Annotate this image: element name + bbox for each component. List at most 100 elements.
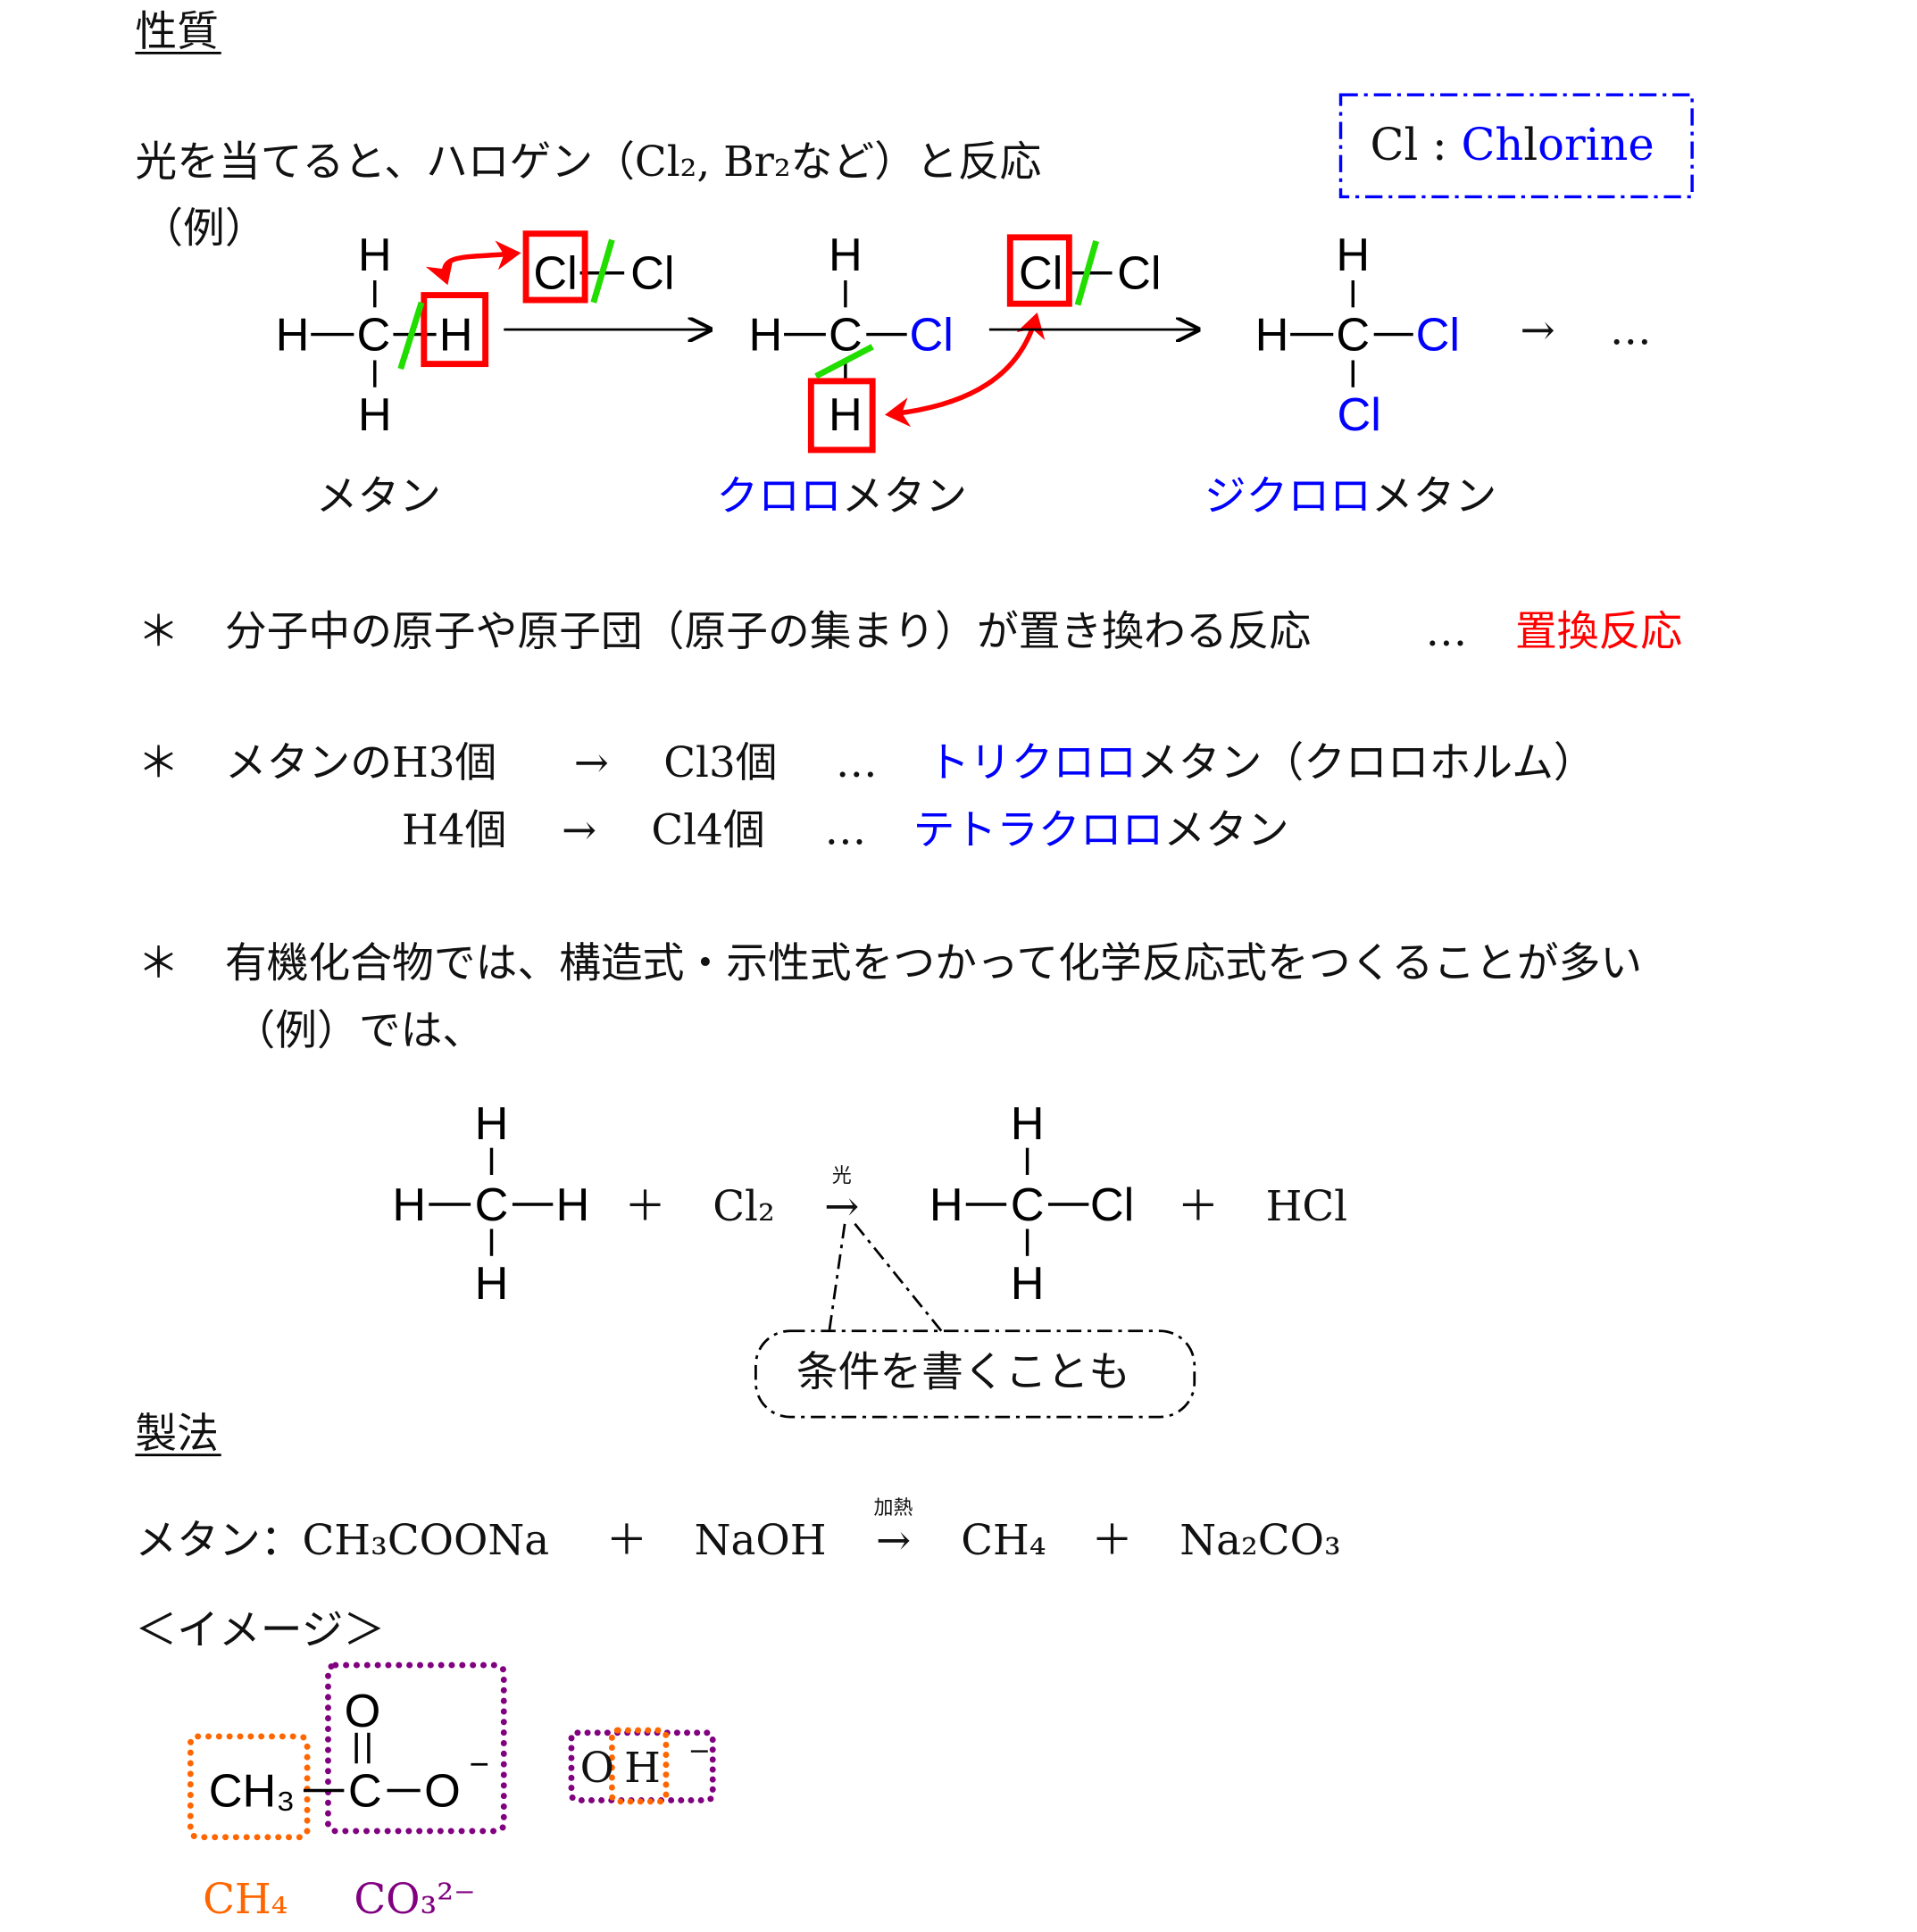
- example-label: （例）: [141, 204, 266, 253]
- svg-text:H: H: [392, 1179, 426, 1231]
- svg-text:C: C: [1336, 309, 1370, 361]
- label-co3: CO₃²⁻: [354, 1876, 475, 1924]
- svg-text:O: O: [345, 1686, 381, 1737]
- bond-break-mark: [590, 238, 615, 304]
- name-chloromethane: クロロメタン: [716, 472, 967, 520]
- svg-text:−: −: [688, 1736, 711, 1767]
- methane-structure: H H C H H Cl Cl: [276, 229, 675, 441]
- svg-text:分子中の原子や原子団（原子の集まり）が置き換わる反応: 分子中の原子や原子団（原子の集まり）が置き換わる反応: [225, 608, 1311, 656]
- equation-methane: H H C H H: [392, 1098, 589, 1310]
- highlight-box: [807, 378, 876, 454]
- svg-text:H: H: [475, 1258, 509, 1310]
- section-title-properties: 性質: [135, 8, 219, 56]
- hydroxide-image: O H −: [568, 1727, 716, 1805]
- svg-text:H: H: [475, 1098, 509, 1150]
- svg-text:H4個: H4個: [402, 807, 506, 855]
- svg-text:Cl: Cl: [1117, 248, 1161, 300]
- svg-text:（例）では、: （例）では、: [233, 1007, 484, 1055]
- svg-text:テトラクロロメタン: テトラクロロメタン: [913, 807, 1289, 855]
- svg-text:＋: ＋: [606, 1517, 648, 1565]
- dichloromethane-structure: H H C Cl Cl: [1255, 229, 1460, 441]
- exchange-arrow: [884, 312, 1046, 428]
- svg-text:H: H: [749, 309, 783, 361]
- svg-text:トリクロロメタン（クロロホルム）: トリクロロメタン（クロロホルム）: [928, 739, 1596, 787]
- svg-text:＊: ＊: [138, 939, 179, 987]
- svg-text:CH₃: CH₃: [209, 1765, 296, 1817]
- hydrogen-chloride: HCl: [1266, 1183, 1348, 1231]
- chlorine-legend-box: Cl : Chlorine: [1338, 93, 1694, 199]
- bond-break-mark: [397, 301, 425, 371]
- svg-text:C: C: [1011, 1179, 1045, 1231]
- note-tetrachloro: H4個 → Cl4個 … テトラクロロメタン: [402, 807, 1289, 855]
- svg-text:H: H: [829, 389, 863, 441]
- svg-text:Cl : Chlorine: Cl : Chlorine: [1371, 119, 1654, 171]
- svg-text:…: …: [836, 739, 878, 787]
- svg-text:条件を書くことも: 条件を書くことも: [796, 1349, 1130, 1397]
- svg-text:C: C: [475, 1179, 509, 1231]
- svg-text:H: H: [276, 309, 310, 361]
- sodium-acetate-image: O CH₃ C O −: [187, 1661, 507, 1841]
- bond-break-mark: [814, 344, 874, 379]
- svg-text:O: O: [424, 1765, 461, 1817]
- svg-text:＊: ＊: [138, 739, 179, 787]
- plus-sign: ＋: [624, 1183, 666, 1231]
- continue-arrow: →: [1520, 307, 1554, 355]
- svg-text:C: C: [357, 309, 391, 361]
- exchange-arrow: [425, 240, 521, 286]
- svg-text:＊: ＊: [138, 608, 179, 656]
- condition-light: 光: [832, 1165, 852, 1187]
- plus-sign: ＋: [1177, 1183, 1219, 1231]
- svg-text:H: H: [1011, 1258, 1045, 1310]
- name-methane: メタン: [316, 472, 441, 520]
- svg-text:H: H: [1336, 229, 1370, 281]
- svg-text:H: H: [929, 1179, 963, 1231]
- svg-text:有機化合物では、構造式・示性式をつかって化学反応式をつくるこ: 有機化合物では、構造式・示性式をつかって化学反応式をつくることが多い: [225, 939, 1642, 987]
- highlight-box: [421, 292, 489, 368]
- bond-break-mark: [1074, 240, 1099, 306]
- svg-text:置換反応: 置換反応: [1515, 608, 1682, 656]
- svg-text:→: →: [562, 807, 596, 855]
- svg-text:H: H: [358, 389, 392, 441]
- chlorine-molecule: Cl₂: [713, 1183, 775, 1231]
- svg-text:…: …: [824, 807, 866, 855]
- image-label: ＜イメージ＞: [135, 1607, 385, 1655]
- ellipsis: …: [1610, 307, 1652, 355]
- callout-condition: 条件を書くことも: [754, 1219, 1196, 1419]
- svg-text:C: C: [348, 1765, 382, 1817]
- production-equation: メタン：CH₃COONa ＋ NaOH 加熱 → CH₄ ＋ Na₂CO₃: [135, 1497, 1340, 1565]
- svg-text:Cl3個: Cl3個: [663, 739, 777, 787]
- svg-text:H: H: [555, 1179, 589, 1231]
- highlight-box: [1006, 234, 1072, 307]
- svg-text:Cl: Cl: [910, 309, 954, 361]
- co3-dotted-box: [325, 1661, 507, 1835]
- svg-text:CH₄: CH₄: [961, 1517, 1046, 1565]
- ch4-dotted-box: [187, 1733, 311, 1841]
- equation-chloromethane: H H C Cl H: [929, 1098, 1134, 1310]
- svg-text:Cl: Cl: [1416, 309, 1460, 361]
- svg-text:加熱: 加熱: [874, 1497, 913, 1520]
- name-dichloromethane: ジクロロメタン: [1204, 472, 1497, 520]
- equation-arrow: →: [824, 1183, 859, 1231]
- svg-text:H: H: [1011, 1098, 1045, 1150]
- svg-text:→: →: [574, 739, 609, 787]
- svg-text:→: →: [876, 1517, 911, 1565]
- svg-text:＋: ＋: [1091, 1517, 1133, 1565]
- svg-text:Cl: Cl: [1019, 248, 1063, 300]
- note-trichloro: ＊ メタンのH3個 → Cl3個 … トリクロロメタン（クロロホルム）: [138, 739, 1596, 787]
- svg-text:Cl: Cl: [1090, 1179, 1134, 1231]
- intro-text: 光を当てると、ハロゲン（Cl₂, Br₂など）と反応: [135, 138, 1041, 187]
- svg-text:Cl4個: Cl4個: [651, 807, 764, 855]
- chloromethane-structure: H H C Cl H Cl Cl: [749, 229, 1162, 454]
- svg-text:H: H: [439, 309, 473, 361]
- h-dotted-box: [608, 1727, 670, 1805]
- svg-text:…: …: [1425, 608, 1467, 656]
- svg-text:H: H: [829, 229, 863, 281]
- section-title-production: 製法: [135, 1411, 219, 1459]
- svg-text:Na₂CO₃: Na₂CO₃: [1179, 1517, 1340, 1565]
- svg-text:H: H: [358, 229, 392, 281]
- svg-text:Cl: Cl: [630, 248, 674, 300]
- svg-text:メタンのH3個: メタンのH3個: [225, 739, 496, 787]
- note-structural-formula: ＊ 有機化合物では、構造式・示性式をつかって化学反応式をつくることが多い （例）…: [138, 939, 1642, 1055]
- svg-text:−: −: [469, 1745, 489, 1784]
